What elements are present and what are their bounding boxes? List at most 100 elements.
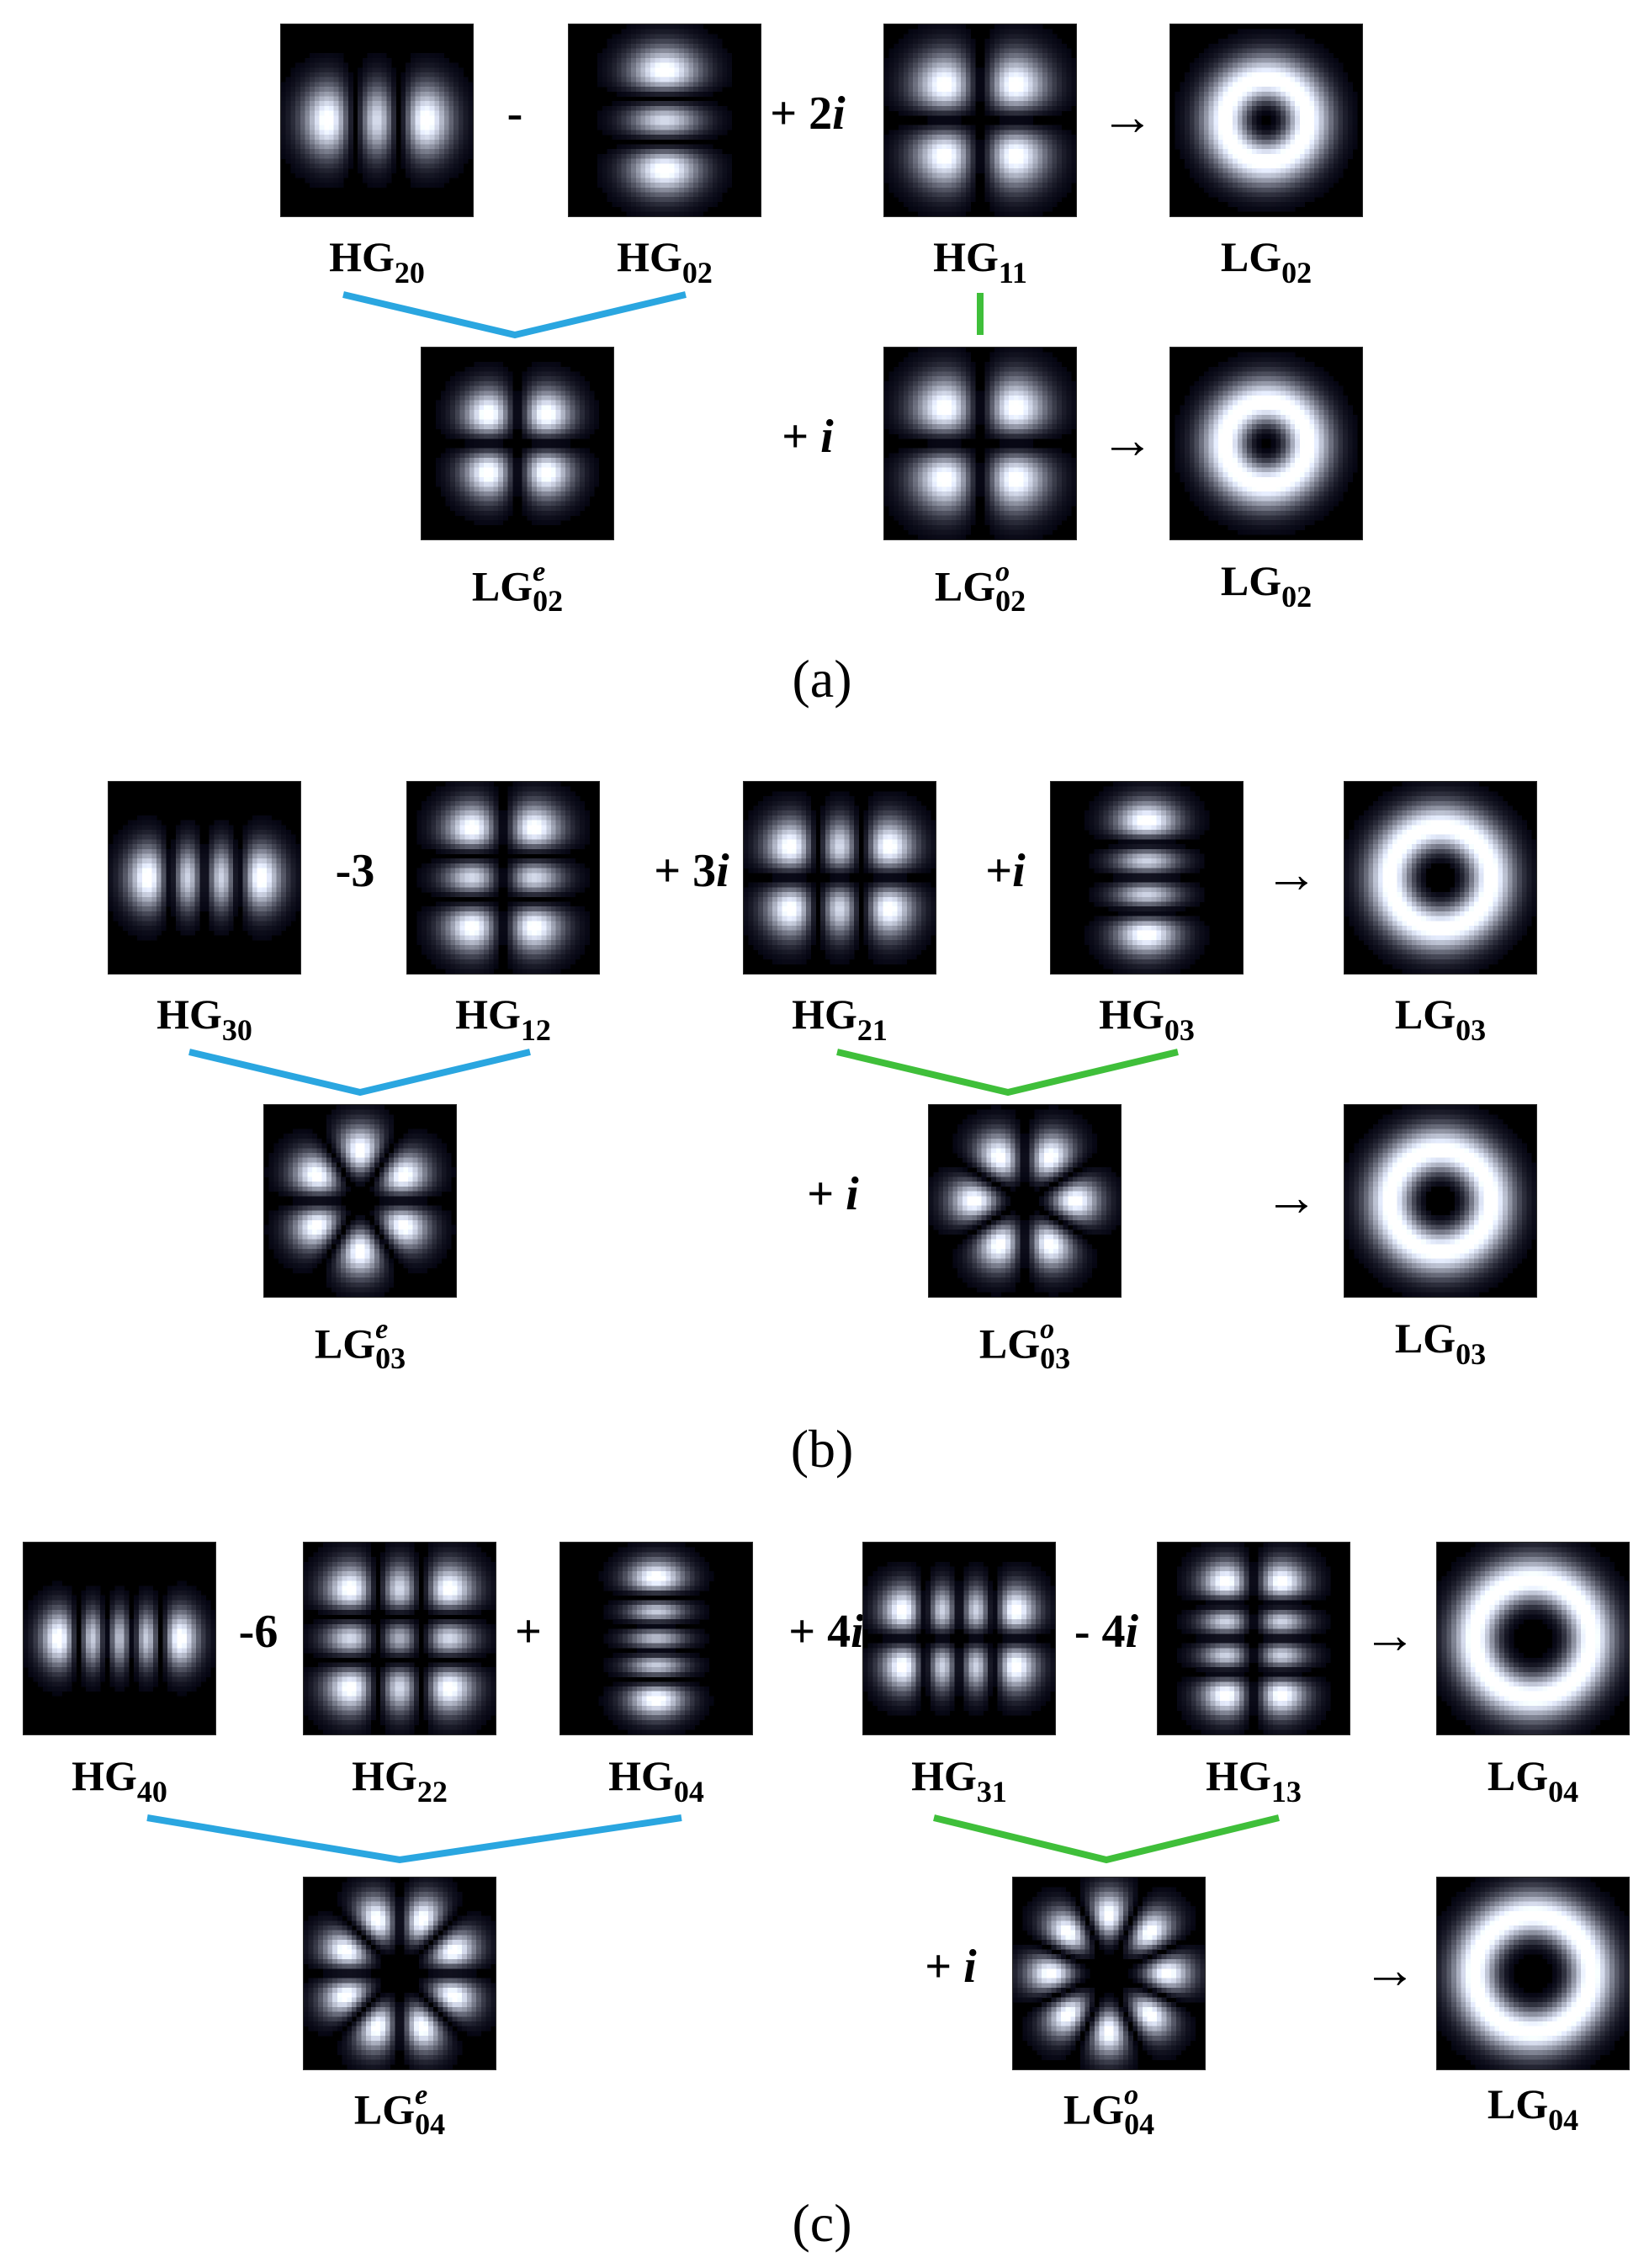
mode-lg03e-pattern (264, 1105, 456, 1297)
mode-image-hg11 (883, 24, 1077, 217)
mode-image-hg03 (1050, 781, 1244, 975)
mode-image-lg02 (1169, 24, 1363, 217)
mode-name: LG (315, 1320, 375, 1368)
index-subscript: 02 (1281, 580, 1312, 613)
index-subscript: 11 (999, 256, 1027, 289)
mode-lg03-pattern (1344, 782, 1536, 974)
index-subscript: 13 (1271, 1775, 1302, 1809)
mode-image-hg22 (303, 1542, 496, 1735)
mode-image-lg03 (1344, 1104, 1537, 1298)
even-mode-bracket (146, 1814, 682, 1864)
arrow-right-icon: → (1363, 1608, 1417, 1662)
coefficient-text: + (925, 1941, 963, 1993)
mode-name: LG (1221, 557, 1281, 604)
parity-superscript: o (1124, 2081, 1154, 2110)
coefficient-text: - 4 (1074, 1606, 1126, 1658)
mode-hg03-label: HG03 (1099, 993, 1195, 1045)
panel-caption: (c) (792, 2196, 851, 2250)
mode-image-hg31 (862, 1542, 1056, 1735)
mode-name: LG (1063, 2086, 1124, 2133)
mode-image-lg04o (1012, 1877, 1206, 2070)
index-subscript: 04 (674, 1775, 704, 1809)
coefficient-text: -6 (239, 1606, 278, 1658)
mode-name: HG (72, 1752, 137, 1799)
mode-name: LG (1395, 1315, 1456, 1362)
index-subscript: 21 (857, 1013, 888, 1047)
imaginary-unit: i (963, 1941, 977, 1993)
mode-name: HG (792, 991, 857, 1038)
mode-name: LG (354, 2086, 415, 2133)
mode-lg04-label: LG04 (1488, 1755, 1578, 1807)
mode-lg03-label: LG03 (1395, 993, 1486, 1045)
mode-name: LG (1221, 233, 1281, 280)
mode-name: LG (472, 563, 533, 610)
even-mode-bracket (342, 291, 687, 339)
mode-image-lg03e (263, 1104, 457, 1298)
operator-coefficient: -6 (239, 1608, 278, 1655)
index-subscript: 03 (1456, 1013, 1486, 1047)
operator-coefficient: + 2i (770, 90, 845, 137)
mode-hg21-pattern (744, 791, 936, 964)
mode-hg22-pattern (304, 1543, 496, 1734)
mode-image-lg02o (883, 347, 1077, 540)
coefficient-text: + (807, 1168, 846, 1220)
mode-image-hg40 (23, 1542, 216, 1735)
mode-name: HG (455, 991, 521, 1038)
mode-lg02e-pattern (436, 362, 600, 526)
mode-name: HG (911, 1752, 977, 1799)
mode-hg03-pattern (1084, 782, 1210, 974)
mode-hg30-label: HG30 (156, 993, 252, 1045)
index-subscript: 02 (1281, 256, 1312, 289)
mode-image-lg03o (928, 1104, 1122, 1298)
arrow-right-icon: → (1265, 847, 1318, 901)
index-subscript: 04 (1548, 1775, 1578, 1809)
mode-hg11-pattern (884, 24, 1076, 216)
mode-image-hg21 (743, 781, 936, 975)
coefficient-text: + 2 (770, 88, 832, 140)
parity-superscript: e (415, 2081, 445, 2110)
mode-lg04-pattern (1437, 1543, 1629, 1734)
mode-name: HG (352, 1752, 417, 1799)
arrow-right-icon: → (1265, 1171, 1318, 1224)
coefficient-text: + (782, 411, 820, 463)
mode-hg31-label: HG31 (911, 1755, 1007, 1807)
mode-lg04e-pattern (304, 1878, 496, 2069)
arrow-right-icon: → (1100, 413, 1154, 467)
coefficient-text: + 4 (788, 1606, 851, 1658)
operator-coefficient: + (515, 1608, 542, 1655)
mode-hg40-label: HG40 (72, 1755, 167, 1807)
operator-coefficient: + i (925, 1943, 976, 1990)
mode-hg12-label: HG12 (455, 993, 551, 1045)
index-subscript: 04 (415, 2107, 445, 2141)
index-subscript: 03 (1040, 1341, 1070, 1375)
mode-lg03-pattern (1344, 1105, 1536, 1297)
operator-coefficient: - (507, 90, 523, 137)
index-subscript: 02 (995, 584, 1026, 618)
mode-hg11-label: HG11 (933, 236, 1027, 288)
mode-lg03-label: LG03 (1395, 1317, 1486, 1369)
index-subscript: 12 (521, 1013, 551, 1047)
mode-name: LG (935, 563, 995, 610)
mode-name: HG (329, 233, 395, 280)
imaginary-unit: i (820, 411, 834, 463)
mode-image-lg04 (1436, 1542, 1630, 1735)
index-subscript: 03 (375, 1341, 406, 1375)
coefficient-text: -3 (336, 845, 375, 897)
mode-image-lg03 (1344, 781, 1537, 975)
index-subscript: 30 (222, 1013, 252, 1047)
parity-superscript: e (375, 1315, 406, 1344)
mode-lg04o-pattern (1013, 1878, 1205, 2069)
mode-lg02o-pattern (884, 348, 1076, 539)
mode-hg13-label: HG13 (1206, 1755, 1302, 1807)
mode-lg04-pattern (1437, 1878, 1629, 2069)
coefficient-text: + (515, 1606, 542, 1658)
mode-hg13-pattern (1176, 1543, 1331, 1734)
